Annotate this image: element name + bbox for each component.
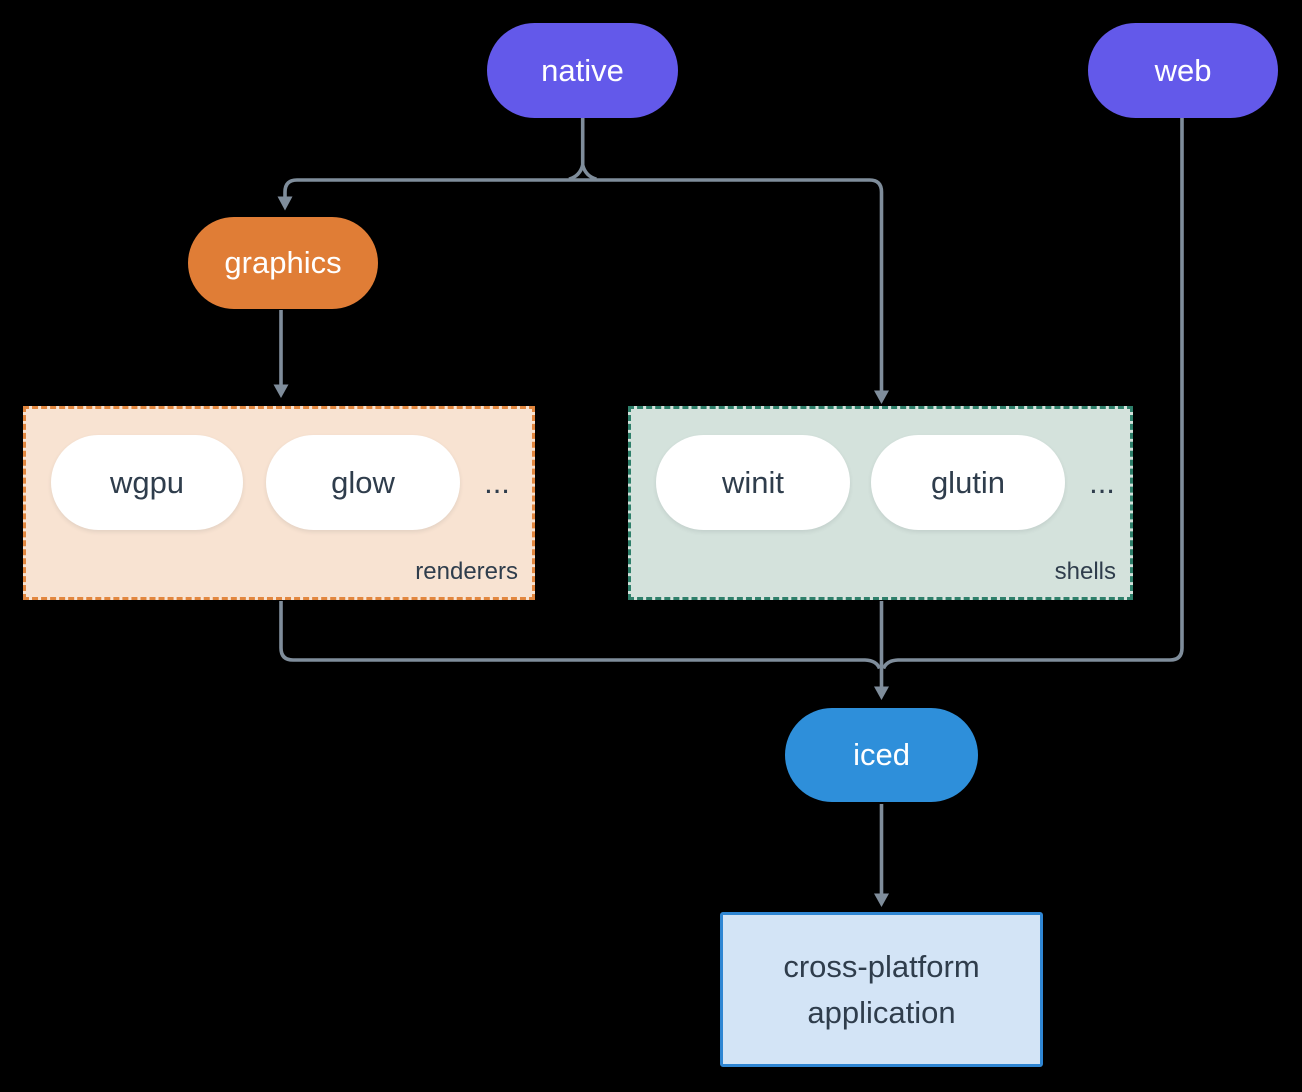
renderers-group-label: renderers: [415, 558, 518, 585]
application-label-line1: cross-platform: [783, 948, 980, 984]
node-glow-label: glow: [331, 464, 395, 500]
node-wgpu-label: wgpu: [109, 464, 185, 500]
node-native-label: native: [541, 52, 624, 88]
node-iced: iced: [785, 708, 978, 802]
renderers-ellipsis: ...: [484, 464, 510, 500]
shells-ellipsis: ...: [1089, 464, 1115, 500]
arrowhead-into-iced: [874, 686, 889, 700]
group-renderers: wgpu glow ... renderers: [23, 406, 535, 600]
arrowhead-into-graphics: [277, 196, 293, 211]
group-shells: winit glutin ... shells: [628, 406, 1133, 600]
shells-group-label: shells: [1054, 558, 1116, 585]
node-graphics-label: graphics: [224, 245, 342, 280]
arrowhead-into-application: [874, 893, 889, 907]
node-web-label: web: [1154, 52, 1212, 88]
edge-native-flare-left: [568, 164, 585, 181]
node-graphics: graphics: [188, 217, 378, 309]
node-iced-label: iced: [853, 737, 910, 772]
arrowhead-into-shells: [874, 390, 889, 404]
node-wgpu: wgpu: [51, 435, 243, 530]
node-cross-platform-application: cross-platform application: [720, 912, 1043, 1067]
edge-renderers-collector: [279, 601, 882, 670]
node-glow: glow: [266, 435, 460, 530]
edge-native-flare-right: [580, 164, 597, 181]
node-web: web: [1088, 23, 1278, 118]
application-label-line2: application: [807, 994, 956, 1030]
node-native: native: [487, 23, 678, 118]
edge-split-bar: [283, 178, 884, 391]
node-glutin: glutin: [871, 435, 1065, 530]
arrowhead-into-renderers: [273, 384, 289, 398]
node-winit-label: winit: [721, 464, 784, 500]
node-glutin-label: glutin: [930, 464, 1006, 500]
edge-web-collector: [881, 117, 1184, 670]
node-winit: winit: [656, 435, 850, 530]
